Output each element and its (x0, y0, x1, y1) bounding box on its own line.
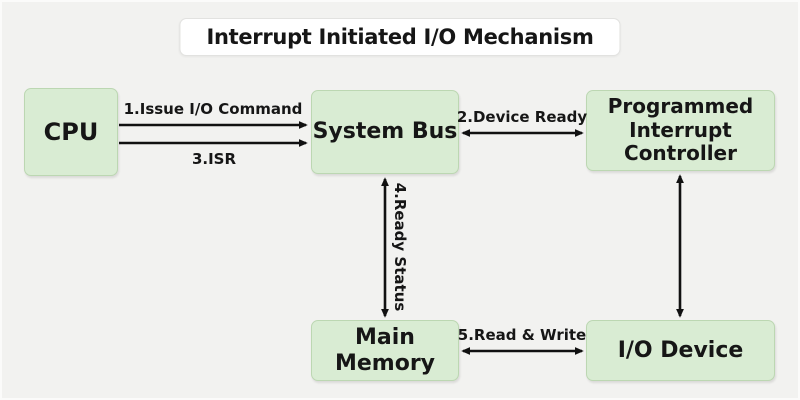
edge-label-device-ready: 2.Device Ready (456, 108, 588, 126)
node-io-device: I/O Device (586, 320, 775, 381)
node-cpu: CPU (24, 88, 118, 176)
edge-label-isr: 3.ISR (191, 150, 237, 168)
node-system-bus: System Bus (311, 90, 459, 174)
node-programmed-interrupt-controller: Programmed Interrupt Controller (586, 90, 775, 171)
node-system-bus-label: System Bus (312, 119, 458, 145)
diagram-title: Interrupt Initiated I/O Mechanism (206, 25, 594, 49)
node-io-device-label: I/O Device (617, 337, 744, 363)
node-pic-label: Programmed Interrupt Controller (607, 94, 754, 166)
node-cpu-label: CPU (43, 117, 99, 146)
edge-label-ready-status: 4.Ready Status (391, 182, 409, 312)
node-main-memory-label: Main Memory (334, 324, 436, 376)
edge-label-read-write: 5.Read & Write (457, 326, 587, 344)
node-main-memory: Main Memory (311, 320, 459, 381)
diagram-title-box: Interrupt Initiated I/O Mechanism (179, 18, 621, 56)
edge-label-issue-io-command: 1.Issue I/O Command (123, 100, 303, 118)
